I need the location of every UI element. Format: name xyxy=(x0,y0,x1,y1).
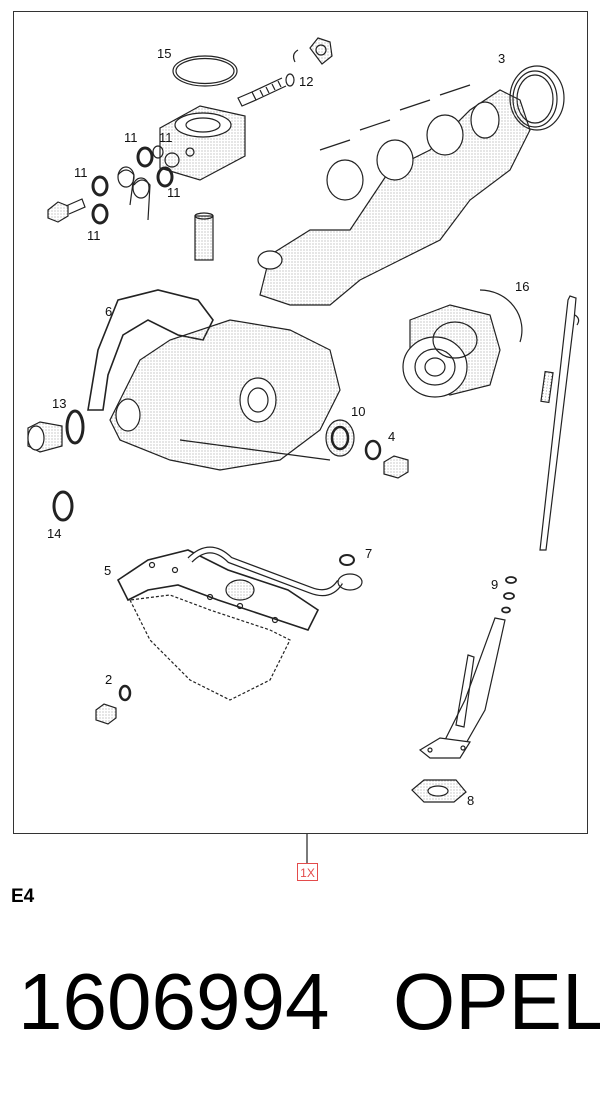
adapter-fitting xyxy=(194,212,214,261)
callout-9: 9 xyxy=(491,577,499,592)
callout-11: 11 xyxy=(87,228,101,243)
o-rings-9 xyxy=(501,576,517,614)
callout-16: 16 xyxy=(515,279,530,294)
callout-11: 11 xyxy=(74,165,88,180)
dipstick-tube xyxy=(418,617,506,759)
quantity-badge: 1X xyxy=(297,863,318,881)
o-ring-15 xyxy=(172,55,238,87)
tube-gasket-8 xyxy=(411,779,467,803)
oil-pan-gasket-5 xyxy=(116,549,320,631)
callout-13: 13 xyxy=(52,396,67,411)
callout-6: 6 xyxy=(105,304,113,319)
banjo-bolt xyxy=(47,198,86,223)
o-ring-7 xyxy=(339,554,355,566)
washer-4 xyxy=(364,439,382,461)
oil-filter-housing xyxy=(159,105,246,181)
crankshaft xyxy=(257,84,531,306)
shaft-seal-10 xyxy=(325,419,355,457)
callout-15: 15 xyxy=(157,46,172,61)
seal-14 xyxy=(52,490,74,522)
callout-3: 3 xyxy=(498,51,506,66)
plug-12 xyxy=(292,37,333,65)
drain-plug xyxy=(27,421,63,453)
dipstick xyxy=(539,295,580,551)
callout-11: 11 xyxy=(124,130,138,145)
relief-valve xyxy=(237,73,295,107)
callout-14: 14 xyxy=(47,526,62,541)
part-number: 1606994 xyxy=(18,957,330,1046)
callout-10: 10 xyxy=(351,404,366,419)
parts-diagram-frame xyxy=(13,11,588,834)
seal-13 xyxy=(65,409,85,445)
callout-11: 11 xyxy=(167,185,181,200)
callout-5: 5 xyxy=(104,563,112,578)
oil-pickup xyxy=(187,546,363,601)
brand-name: OPEL xyxy=(393,957,600,1046)
front-cover xyxy=(109,319,341,471)
kit-code: E4 xyxy=(11,886,35,907)
exploded-parts-diagram xyxy=(27,37,580,863)
callout-12: 12 xyxy=(299,74,314,89)
oil-pan xyxy=(129,594,291,701)
callout-2: 2 xyxy=(105,672,113,687)
washer-2 xyxy=(118,684,132,702)
callout-11: 11 xyxy=(159,130,173,145)
callout-4: 4 xyxy=(388,429,396,444)
callout-7: 7 xyxy=(365,546,373,561)
callout-8: 8 xyxy=(467,793,475,808)
water-pump-16 xyxy=(402,289,523,398)
seals-11 xyxy=(91,145,174,225)
